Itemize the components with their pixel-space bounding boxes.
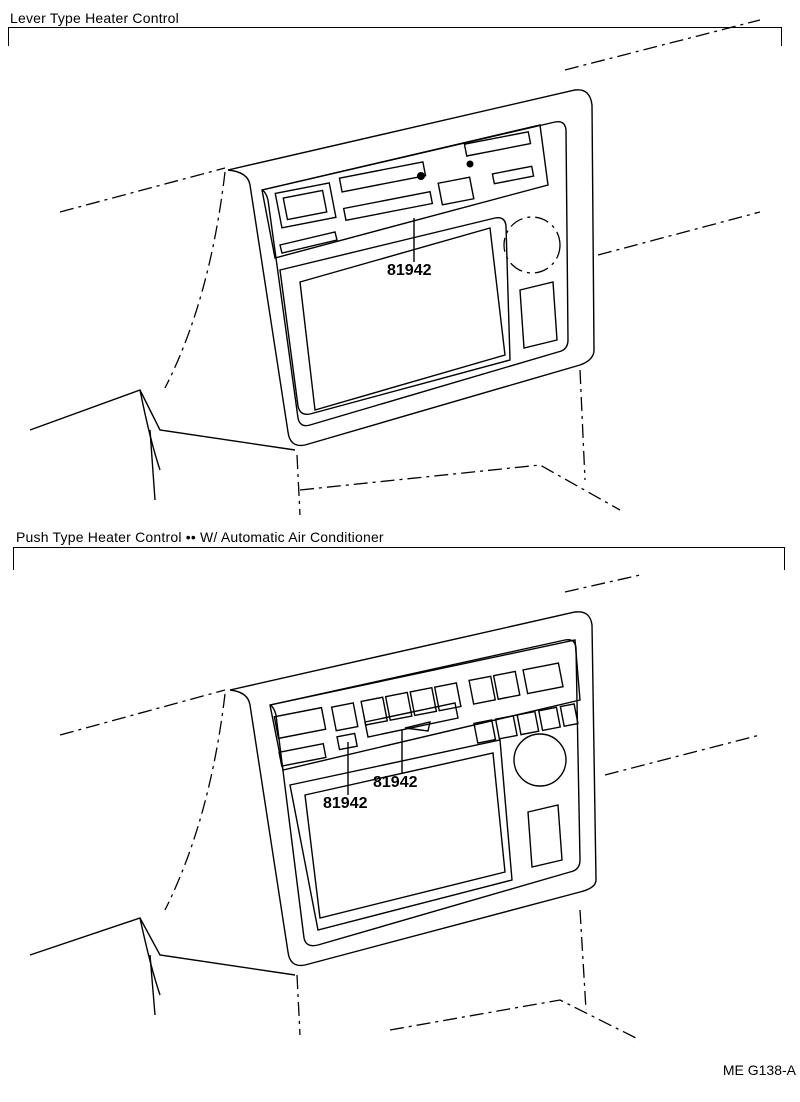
phantom-dash-top-left-2: [59, 689, 226, 736]
temp-display-box: [274, 182, 337, 229]
phantom-dash-console-left2: [296, 454, 301, 516]
bezel-outer-2: [229, 611, 597, 967]
phantom-dash-console-right-2: [579, 909, 587, 1011]
display-box-2: [273, 706, 327, 740]
push-button-row-top: [330, 662, 564, 732]
center-screen-outer-2: [289, 739, 513, 931]
bezel-inner: [261, 120, 569, 427]
phantom-dash-console-bottom: [299, 464, 621, 511]
figure-code: ME G138-A: [722, 1062, 796, 1078]
knob-icon: [417, 172, 425, 180]
side-switch-box: [519, 281, 558, 349]
section-title-lever-type: Lever Type Heater Control: [10, 10, 179, 26]
push-button-left: [336, 732, 358, 751]
lever-slot-push: [364, 702, 459, 738]
small-slot-left: [279, 231, 338, 254]
push-button-row-bottom: [473, 703, 579, 744]
phantom-dash-right-2: [604, 734, 761, 776]
phantom-dash-right: [597, 211, 761, 256]
phantom-dash-console-left: [164, 171, 226, 389]
section-bracket-push: [13, 547, 785, 570]
lever-slot-right-bottom: [491, 165, 535, 185]
bezel-inner-2: [269, 638, 581, 947]
control-panel: [261, 124, 549, 259]
phantom-dash-console-left-4: [296, 974, 301, 1036]
phantom-dash-top-right: [564, 19, 761, 71]
dash-left-lower-2: [29, 917, 296, 976]
center-screen-inner-2: [304, 752, 506, 919]
console-left-edge-2: [149, 954, 156, 1016]
dash-left-lower: [29, 389, 296, 451]
fan-mode-icon: [466, 160, 474, 168]
phantom-dash-console-bottom-2: [389, 999, 641, 1041]
console-left-edge: [149, 429, 156, 501]
part-number-callout-2: 81942: [373, 774, 418, 791]
phantom-dash-console-left-3: [164, 693, 226, 911]
fan-control-box: [437, 176, 475, 206]
side-switch-box-2: [527, 804, 563, 868]
lever-handle-push: [404, 721, 431, 732]
phantom-dash-console-right: [579, 369, 586, 481]
lever-slot-middle: [342, 190, 434, 222]
phantom-dash-top-left: [59, 167, 226, 213]
part-number-callout-1: 81942: [387, 262, 432, 279]
lever-slot-right-top: [463, 130, 532, 157]
small-display-2: [278, 742, 327, 767]
bezel-outer: [227, 89, 595, 447]
center-screen-inner: [299, 227, 506, 411]
center-screen-outer: [279, 216, 511, 416]
phantom-dash-top-right-2: [564, 574, 641, 593]
part-number-callout-3: 81942: [323, 795, 368, 812]
gauge-circle-phantom: [503, 216, 561, 274]
lever-slot-top: [338, 161, 427, 193]
temp-display-screen: [282, 189, 328, 221]
section-title-push-type: Push Type Heater Control •• W/ Automatic…: [16, 529, 384, 545]
control-panel-2: [269, 639, 581, 771]
gauge-circle-2: [513, 733, 567, 787]
section-bracket-lever: [8, 27, 782, 46]
